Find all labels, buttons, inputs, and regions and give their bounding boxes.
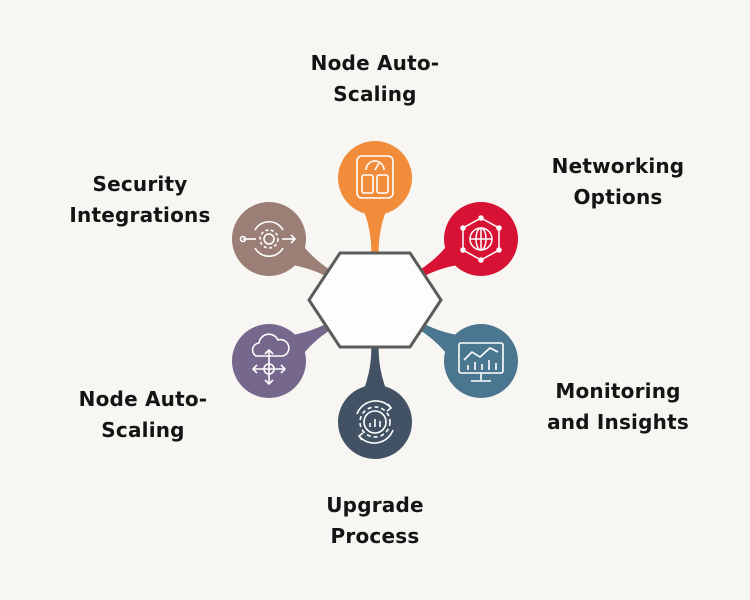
globe-network-icon — [460, 215, 502, 263]
node-lower-right — [444, 324, 518, 398]
label-node-lower-right: Monitoring and Insights — [508, 376, 728, 438]
node-upper-left — [232, 202, 306, 276]
connector-bottom — [364, 340, 386, 389]
center-hexagon — [307, 251, 443, 349]
label-node-top: Node Auto- Scaling — [265, 48, 485, 110]
label-line: Security — [92, 172, 188, 196]
label-node-upper-left: Security Integrations — [30, 169, 250, 231]
node-top — [338, 141, 412, 215]
node-bottom — [338, 385, 412, 459]
label-node-lower-left: Node Auto- Scaling — [33, 384, 253, 446]
label-line: Node Auto- — [78, 387, 208, 411]
label-line: Integrations — [69, 203, 211, 227]
label-line: and Insights — [547, 410, 689, 434]
connector-top — [364, 211, 386, 260]
node-lower-left — [232, 324, 306, 398]
label-line: Upgrade — [326, 493, 424, 517]
label-line: Monitoring — [555, 379, 681, 403]
label-line: Options — [573, 185, 663, 209]
monitor-chart-icon — [458, 342, 504, 382]
gear-flow-icon — [239, 221, 297, 257]
gear-cycle-icon — [356, 400, 394, 444]
scale-icon — [356, 155, 394, 199]
label-line: Scaling — [101, 418, 185, 442]
label-line: Networking — [551, 154, 685, 178]
node-upper-right — [444, 202, 518, 276]
label-node-bottom: Upgrade Process — [265, 490, 485, 552]
cloud-arrows-icon — [251, 333, 290, 385]
label-line: Scaling — [333, 82, 417, 106]
label-node-upper-right: Networking Options — [508, 151, 728, 213]
label-line: Process — [330, 524, 420, 548]
label-line: Node Auto- — [310, 51, 440, 75]
